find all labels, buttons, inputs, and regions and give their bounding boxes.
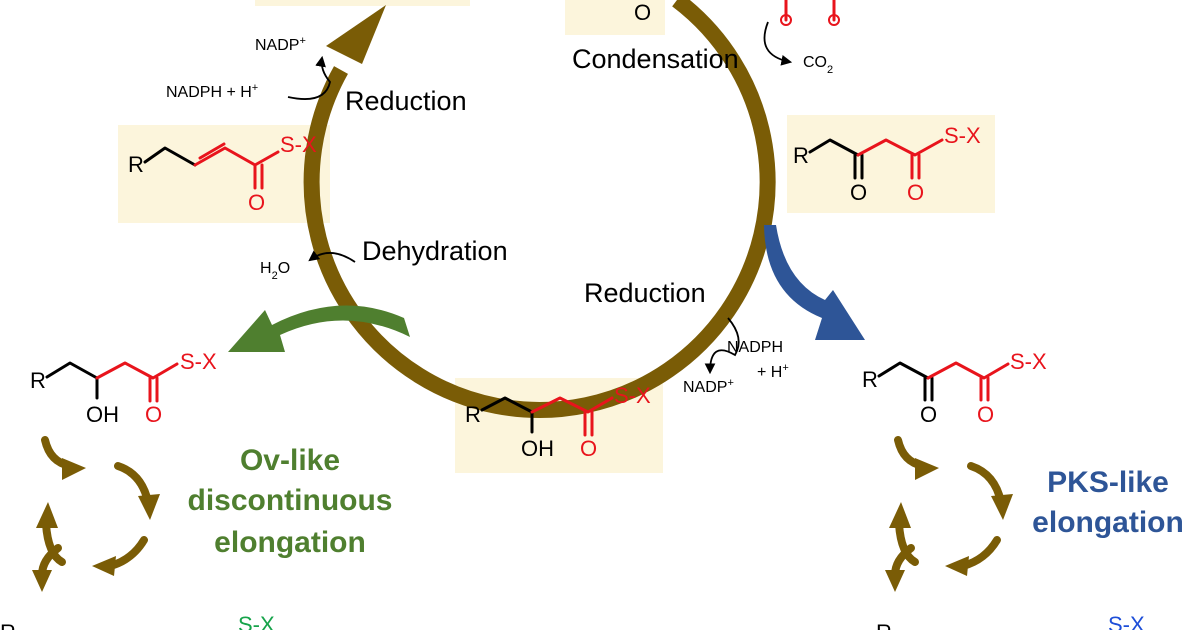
molecule-ketoacyl-right: R O O S-X [862, 349, 1047, 427]
h2o-label: H [260, 260, 272, 277]
atom-r: R [876, 620, 892, 630]
svg-text:H2O: H2O [260, 260, 290, 282]
molecule-ketoacyl: R O O S-X [793, 123, 981, 205]
nadp-bottom-label: NADP [683, 379, 727, 396]
nadp-top-label: NADP [255, 37, 299, 54]
atom-oh: OH [521, 436, 554, 461]
svg-text:+ H+: + H+ [757, 362, 789, 381]
ov-line2: discontinuous [188, 484, 393, 517]
atom-o: O [977, 402, 994, 427]
cofactor-arrow-bottom [704, 317, 740, 375]
highlight-box-ketoacyl [787, 115, 995, 213]
nadp-bottom-plus: + [727, 377, 733, 389]
atom-o-keto: O [850, 180, 867, 205]
atom-sx: S-X [238, 612, 275, 630]
molecule-enoyl: R O S-X [128, 132, 317, 215]
atom-sx: S-X [180, 349, 217, 374]
atom-o: O [580, 436, 597, 461]
atom-o: O [145, 402, 162, 427]
svg-text:NADP+: NADP+ [255, 35, 306, 54]
hplus-bottom-plus: + [782, 362, 788, 374]
atom-oh: OH [86, 402, 119, 427]
cofactor-group-bottom: NADPH + H+ NADP+ [683, 317, 789, 396]
h2o-sub: 2 [272, 270, 278, 282]
co2-sub: 2 [827, 64, 833, 76]
main-cycle [303, 0, 776, 418]
ov-like-arrow [228, 305, 410, 352]
mini-cycle-icon-left [32, 436, 160, 592]
cycle-ring [303, 0, 776, 418]
atom-o: O [248, 190, 265, 215]
atom-sx: S-X [614, 383, 651, 408]
partial-molecule-top-center: O [634, 0, 651, 25]
highlight-box-enoyl [118, 125, 330, 223]
highlight-box-top-left [255, 0, 470, 6]
partial-molecule-top-right [780, 0, 840, 26]
cofactor-arrow-top [287, 55, 331, 100]
atom-sx: S-X [1108, 612, 1145, 630]
partial-molecule-bottom-right: R S-X [876, 612, 1145, 630]
atom-o: O [907, 180, 924, 205]
nadph-top-label: NADPH + H [166, 84, 252, 101]
h2o-arrow [308, 250, 356, 263]
svg-text:NADPH + H+: NADPH + H+ [166, 82, 258, 101]
nadp-top-plus: + [299, 35, 305, 47]
ov-line3: elongation [214, 526, 366, 559]
molecule-hydroxyacyl-center: R OH O S-X [465, 383, 651, 461]
atom-r: R [0, 620, 16, 630]
co2-label: CO [803, 54, 827, 71]
ov-like-label: Ov-like discontinuous elongation [188, 444, 393, 559]
partial-molecule-bottom-left: R S-X [0, 612, 275, 630]
h2o-o: O [278, 260, 290, 277]
atom-o-keto: O [920, 402, 937, 427]
nadph-bottom-label: NADPH [727, 339, 783, 356]
atom-sx: S-X [280, 132, 317, 157]
atom-o-partial: O [634, 0, 651, 25]
pks-line1: PKS-like [1047, 466, 1169, 499]
pks-like-label: PKS-like elongation [1032, 466, 1184, 539]
ov-line1: Ov-like [240, 444, 340, 477]
svg-text:NADP+: NADP+ [683, 377, 734, 396]
atom-r: R [465, 402, 481, 427]
atom-r: R [862, 367, 878, 392]
cofactor-group-top: NADP+ NADPH + H+ [166, 35, 331, 101]
mini-cycle-icon-right [885, 436, 1013, 592]
pks-line2: elongation [1032, 506, 1184, 539]
atom-r: R [30, 368, 46, 393]
hplus-bottom-label: + H [757, 364, 782, 381]
reduction-bottom-label: Reduction [584, 278, 706, 308]
pks-like-arrow [764, 225, 865, 340]
atom-sx: S-X [1010, 349, 1047, 374]
condensation-label: Condensation [572, 44, 739, 74]
molecule-hydroxyacyl-left: R OH O S-X [30, 349, 217, 427]
cofactor-group-h2o: H2O [260, 250, 356, 282]
cycle-arrowhead [326, 5, 386, 64]
atom-sx: S-X [944, 123, 981, 148]
atom-r: R [793, 143, 809, 168]
svg-text:CO2: CO2 [803, 54, 833, 76]
highlight-box-top-right [565, 0, 665, 35]
reduction-top-label: Reduction [345, 86, 467, 116]
atom-r: R [128, 152, 144, 177]
dehydration-label: Dehydration [362, 236, 508, 266]
cofactor-group-co2: CO2 [763, 21, 833, 76]
co2-arrow [763, 21, 793, 66]
nadph-top-plus: + [252, 82, 258, 94]
